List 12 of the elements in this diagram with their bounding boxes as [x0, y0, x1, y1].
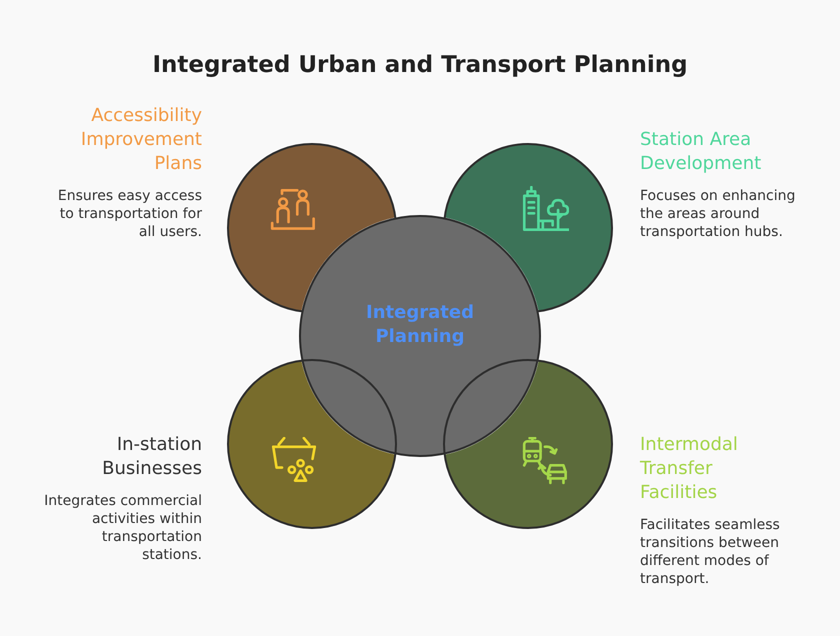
item-heading: Accessibility Improvement Plans	[80, 104, 202, 176]
item-heading: Station Area Development	[640, 128, 762, 176]
item-description: Focuses on enhancing the areas around transportation hubs.	[640, 187, 796, 241]
category-circle	[227, 359, 397, 529]
item-description: Facilitates seamless transitions between different modes of transport.	[640, 516, 781, 588]
diagram-title: Integrated Urban and Transport Planning	[152, 52, 688, 78]
category-circle	[443, 359, 613, 529]
item-description: Ensures easy access to transportation for all users.	[56, 187, 202, 241]
circle-label: Integrated Planning	[365, 301, 475, 349]
item-heading: Intermodal Transfer Facilities	[640, 433, 739, 505]
item-description: Integrates commercial activities within transportation stations.	[43, 492, 202, 564]
item-heading: In-station Businesses	[101, 433, 202, 481]
